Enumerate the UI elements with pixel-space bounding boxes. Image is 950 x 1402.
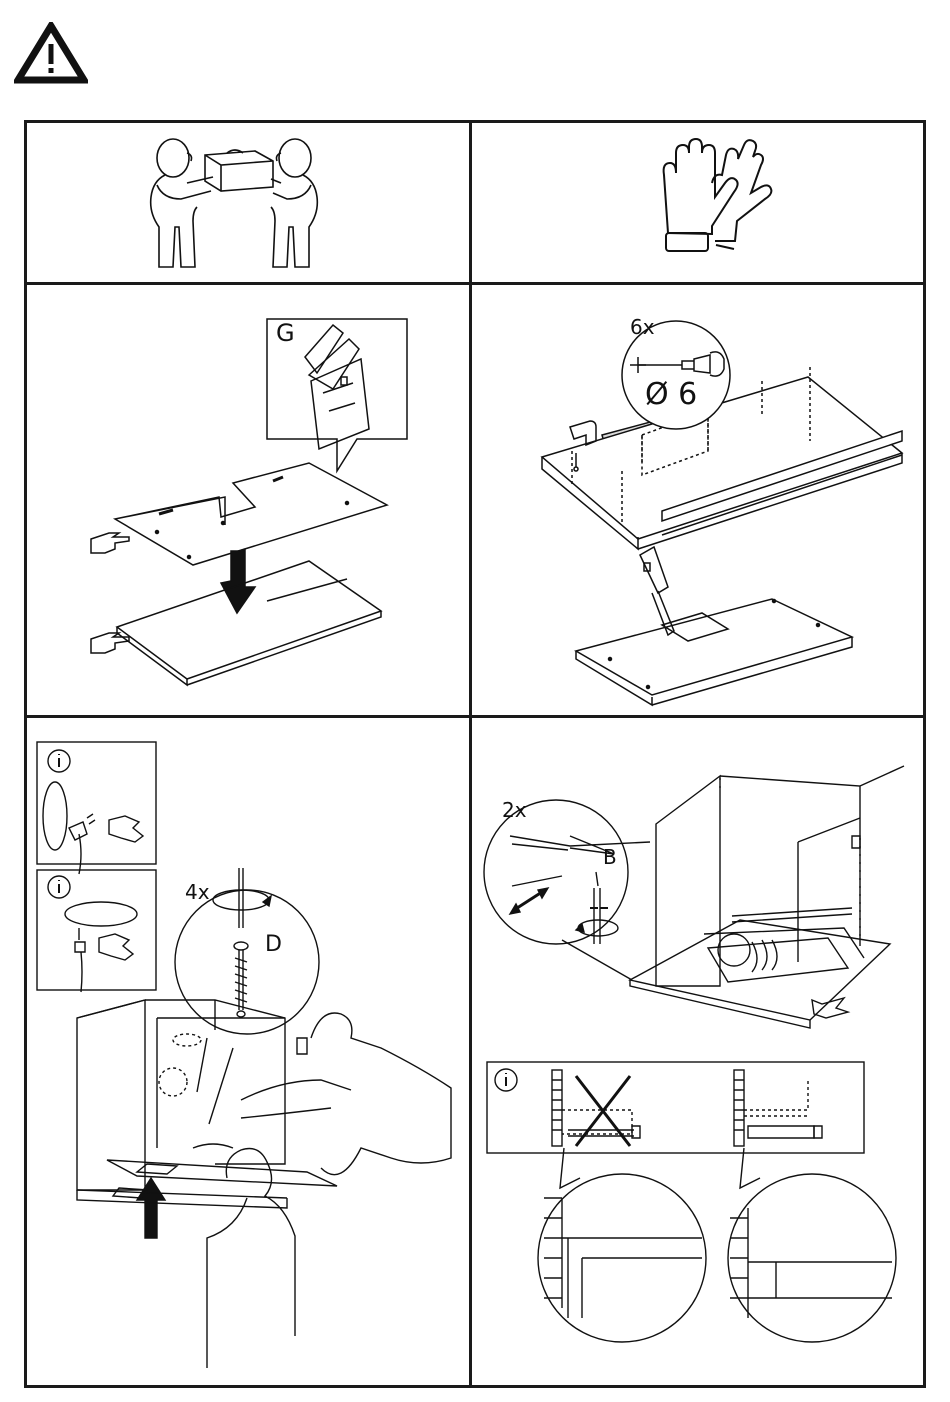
plug-icon	[69, 814, 95, 874]
info-box-switch	[37, 870, 156, 990]
knife-icon	[640, 547, 674, 635]
panel-adjusting: 2x B	[472, 718, 926, 1388]
detail-circle-right	[728, 1174, 896, 1342]
bracket-count-label: 2x	[502, 798, 527, 822]
info-box-outlet	[37, 742, 156, 864]
panel-drilling: 6x Ø 6	[472, 285, 926, 715]
screw-count-label: 4x	[185, 880, 210, 904]
drill-count-label: 6x	[630, 315, 655, 339]
arrow-up-icon	[137, 1178, 165, 1238]
drill-diameter-label: Ø 6	[645, 377, 697, 412]
two-person-lift-icon	[27, 123, 469, 282]
warning-triangle-icon	[14, 22, 88, 84]
gloves-icon	[472, 123, 926, 282]
hand-point-icon	[91, 533, 129, 653]
booklet-label: G	[276, 319, 295, 347]
panel-gloves	[472, 123, 926, 282]
panel-mounting: 4x D	[27, 718, 469, 1388]
panel-template-placement: G	[27, 285, 469, 715]
screw-part-label: D	[265, 932, 282, 957]
booklet-icon	[305, 325, 369, 449]
panel-two-person-lift	[27, 123, 469, 282]
bracket-part-label: B	[603, 845, 617, 869]
